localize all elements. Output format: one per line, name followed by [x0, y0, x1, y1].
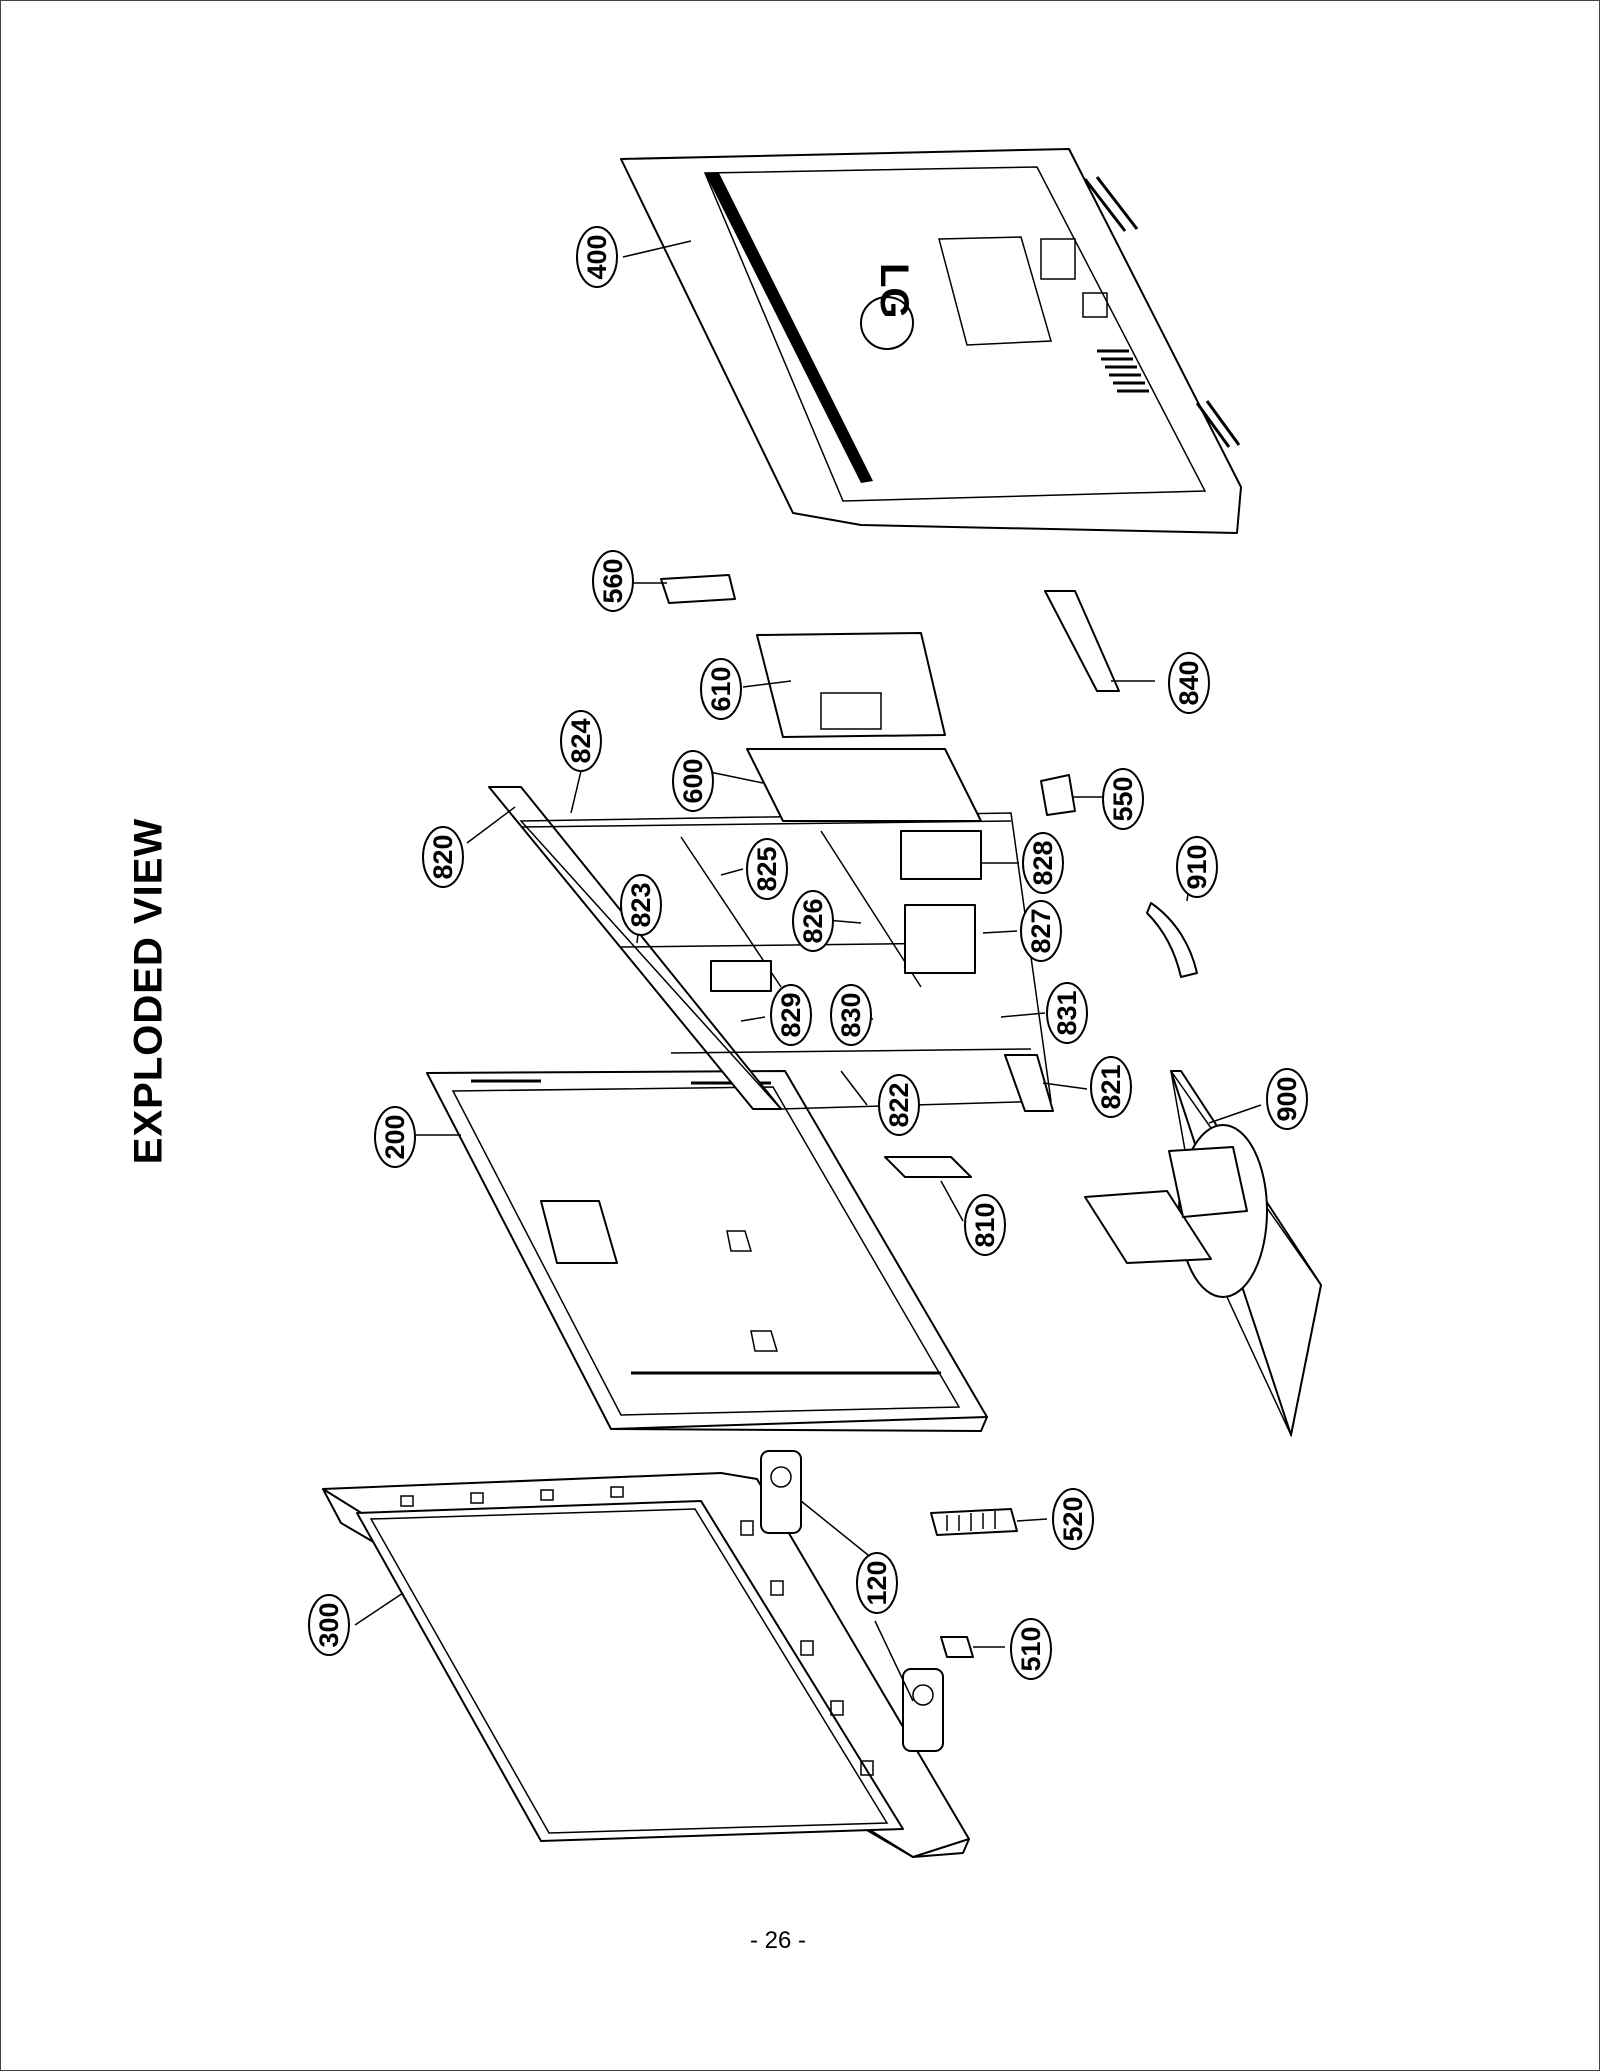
svg-text:200: 200 — [380, 1114, 410, 1159]
callout-830: 830 — [830, 984, 872, 1046]
part-bracket — [1040, 774, 1076, 816]
callout-822: 822 — [878, 1074, 920, 1136]
part-stand-base — [1084, 1070, 1322, 1438]
callout-400: 400 — [576, 226, 618, 288]
svg-text:825: 825 — [752, 846, 782, 891]
callout-900: 900 — [1266, 1068, 1308, 1130]
part-speakers — [760, 1450, 944, 1752]
svg-text:820: 820 — [428, 834, 458, 879]
callout-825: 825 — [746, 838, 788, 900]
svg-text:840: 840 — [1174, 660, 1204, 705]
page-number: - 26 - — [749, 1927, 807, 1954]
part-small-bracket — [660, 574, 736, 604]
part-front-bezel — [322, 1472, 970, 1858]
part-button-board — [930, 1508, 1018, 1536]
part-stand-cover — [1044, 590, 1120, 692]
svg-text:827: 827 — [1026, 908, 1056, 953]
part-display-panel — [426, 1070, 988, 1432]
callout-610: 610 — [700, 658, 742, 720]
callout-820: 820 — [422, 826, 464, 888]
callout-828: 828 — [1022, 832, 1064, 894]
svg-text:810: 810 — [970, 1202, 1000, 1247]
svg-text:821: 821 — [1096, 1064, 1126, 1109]
svg-text:510: 510 — [1016, 1626, 1046, 1671]
callout-840: 840 — [1168, 652, 1210, 714]
callout-827: 827 — [1020, 900, 1062, 962]
callout-120: 120 — [856, 1552, 898, 1614]
part-small-board — [884, 1156, 972, 1178]
callout-560: 560 — [592, 550, 634, 612]
svg-text:520: 520 — [1058, 1496, 1088, 1541]
callout-823: 823 — [620, 874, 662, 936]
svg-text:900: 900 — [1272, 1076, 1302, 1121]
part-ir-board — [940, 1636, 974, 1658]
part-shield-plate — [746, 748, 982, 822]
svg-text:824: 824 — [566, 718, 596, 763]
leader-lines — [354, 240, 1262, 1702]
callout-910: 910 — [1176, 836, 1218, 898]
part-main-board — [756, 632, 946, 738]
svg-text:560: 560 — [598, 558, 628, 603]
svg-text:600: 600 — [678, 758, 708, 803]
callout-300: 300 — [308, 1594, 350, 1656]
svg-text:826: 826 — [798, 898, 828, 943]
callout-200: 200 — [374, 1106, 416, 1168]
callout-821: 821 — [1090, 1056, 1132, 1118]
callout-600: 600 — [672, 750, 714, 812]
svg-text:550: 550 — [1108, 776, 1138, 821]
logo-text: LG — [872, 263, 916, 319]
callout-810: 810 — [964, 1194, 1006, 1256]
svg-text:830: 830 — [836, 992, 866, 1037]
part-back-cover: LG — [620, 148, 1242, 534]
svg-text:300: 300 — [314, 1602, 344, 1647]
callout-826: 826 — [792, 890, 834, 952]
callout-829: 829 — [770, 984, 812, 1046]
callout-520: 520 — [1052, 1488, 1094, 1550]
svg-text:400: 400 — [582, 234, 612, 279]
callout-550: 550 — [1102, 768, 1144, 830]
callout-831: 831 — [1046, 982, 1088, 1044]
callout-510: 510 — [1010, 1618, 1052, 1680]
svg-text:610: 610 — [706, 666, 736, 711]
svg-text:829: 829 — [776, 992, 806, 1037]
callout-824: 824 — [560, 710, 602, 772]
part-chassis-frame — [488, 786, 1054, 1112]
svg-text:822: 822 — [884, 1082, 914, 1127]
svg-text:823: 823 — [626, 882, 656, 927]
part-hinge-cover — [1146, 902, 1198, 978]
svg-text:828: 828 — [1028, 840, 1058, 885]
svg-text:831: 831 — [1052, 990, 1082, 1035]
svg-text:910: 910 — [1182, 844, 1212, 889]
svg-text:120: 120 — [862, 1560, 892, 1605]
